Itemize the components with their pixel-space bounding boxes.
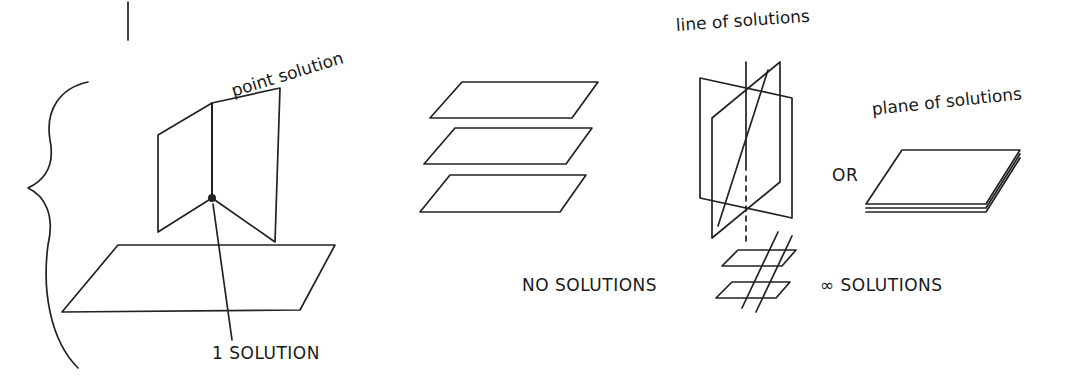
bracket: [28, 2, 128, 368]
one-solution-figure-stroke: [213, 204, 232, 340]
parallel-planes-figure-stroke: [420, 175, 586, 212]
one-solution-figure-stroke: [208, 194, 216, 202]
or-label: OR: [832, 166, 858, 186]
count-label: NO SOLUTIONS: [522, 276, 657, 296]
plane-of-solutions-figure-stroke: [866, 158, 1020, 212]
crossing-planes-figure-stroke: [742, 232, 778, 308]
count-label: ∞ SOLUTIONS: [820, 276, 943, 296]
point-label: point solution: [229, 48, 346, 101]
bracket-stroke: [28, 82, 88, 368]
one-solution-figure-stroke: [158, 103, 212, 232]
line-of-solutions-figure-stroke: [745, 62, 747, 170]
one-solution-figure-stroke: [211, 103, 213, 198]
one-solution-figure-stroke: [62, 245, 335, 312]
bracket-stroke: [127, 2, 129, 40]
crossing-planes-figure-stroke: [756, 236, 792, 312]
parallel-planes-figure-stroke: [424, 128, 592, 164]
solution-label: plane of solutions: [871, 84, 1023, 119]
solution-label: line of solutions: [675, 7, 810, 36]
line-of-solutions-figure-stroke: [745, 176, 747, 242]
count-label: 1 SOLUTION: [212, 344, 320, 364]
one-solution-figure: [62, 88, 335, 340]
parallel-planes-figure-stroke: [430, 82, 598, 118]
parallel-planes-figure: [420, 82, 598, 212]
plane-of-solutions-figure: [866, 150, 1020, 212]
line-of-solutions-figure: [700, 62, 792, 242]
one-solution-figure-stroke: [212, 88, 280, 242]
crossing-planes-figure: [716, 232, 796, 312]
plane-of-solutions-figure-stroke: [866, 154, 1020, 208]
line-of-solutions-figure-stroke: [718, 70, 768, 226]
